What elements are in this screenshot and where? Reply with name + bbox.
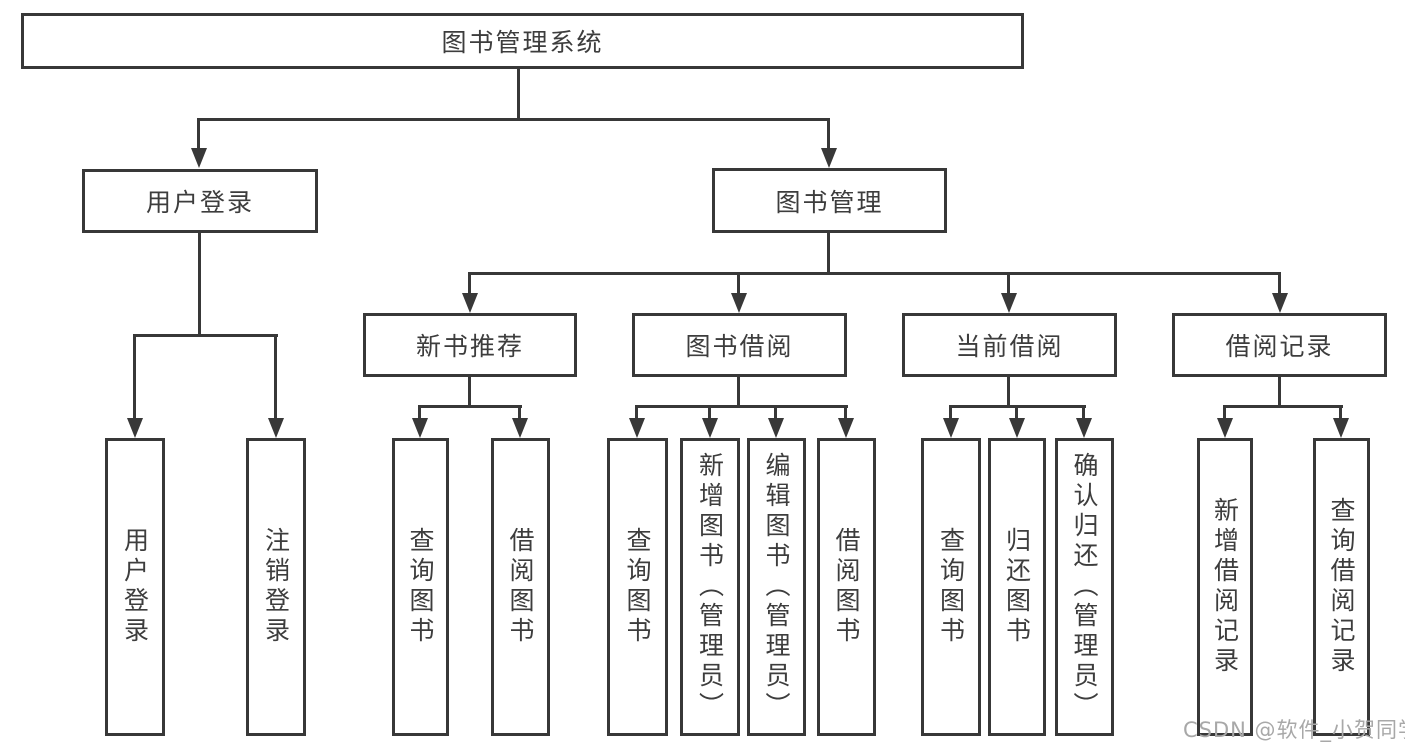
node-library-system: 图书管理系统: [21, 13, 1024, 69]
arrow-to-return-book: [1015, 406, 1018, 418]
arrow-to-user-login-leaf: [133, 336, 136, 418]
connector-book-borrow-bus: [635, 405, 848, 408]
arrow-to-query-borrow-record: [1339, 406, 1342, 418]
arrow-to-query-book-1: [418, 406, 421, 418]
leaf-add-borrow-record: 新增借阅记录: [1197, 438, 1253, 736]
connector-book-mgmt-drop: [827, 233, 830, 273]
connector-new-book-rec-drop: [468, 377, 471, 406]
arrow-to-borrow-book-2: [844, 406, 847, 418]
arrow-to-query-book-3: [949, 406, 952, 418]
arrow-to-book-borrow: [737, 273, 740, 293]
arrow-to-current-borrow: [1007, 273, 1010, 293]
arrow-to-add-borrow-record: [1223, 406, 1226, 418]
connector-book-mgmt-bus: [468, 272, 1281, 275]
connector-borrow-record-drop: [1278, 377, 1281, 406]
leaf-borrow-book: 借阅图书: [817, 438, 876, 736]
arrow-to-query-book-2: [635, 406, 638, 418]
leaf-logout: 注销登录: [246, 438, 306, 736]
connector-root-bus: [197, 118, 830, 121]
connector-root-drop: [517, 69, 520, 119]
node-user-login: 用户登录: [82, 169, 318, 233]
connector-borrow-record-bus: [1223, 405, 1343, 408]
connector-user-login-drop: [198, 233, 201, 336]
leaf-confirm-return-admin: 确认归还（管理员）: [1055, 438, 1114, 736]
leaf-edit-book-admin: 编辑图书（管理员）: [747, 438, 806, 736]
leaf-query-book-borrow: 查询图书: [607, 438, 668, 736]
arrow-to-book-mgmt: [827, 118, 830, 148]
leaf-borrow-book-newrec: 借阅图书: [491, 438, 550, 736]
connector-user-login-bus: [133, 334, 278, 337]
node-book-mgmt: 图书管理: [712, 168, 947, 233]
connector-book-borrow-drop: [737, 377, 740, 406]
connector-current-borrow-drop: [1007, 377, 1010, 406]
leaf-query-book-current: 查询图书: [921, 438, 981, 736]
arrow-to-new-book-rec: [468, 273, 471, 293]
arrow-to-user-login: [197, 118, 200, 148]
node-new-book-recommend: 新书推荐: [363, 313, 577, 377]
arrow-to-borrow-record: [1278, 273, 1281, 293]
arrow-to-confirm-return: [1082, 406, 1085, 418]
connector-new-book-rec-bus: [418, 405, 522, 408]
leaf-user-login: 用户登录: [105, 438, 165, 736]
arrow-to-logout-leaf: [274, 336, 277, 418]
arrow-to-add-book: [708, 406, 711, 418]
leaf-add-book-admin: 新增图书（管理员）: [680, 438, 740, 736]
node-borrow-record: 借阅记录: [1172, 313, 1387, 377]
leaf-query-book-newrec: 查询图书: [392, 438, 449, 736]
node-book-borrow: 图书借阅: [632, 313, 847, 377]
leaf-return-book: 归还图书: [988, 438, 1046, 736]
leaf-query-borrow-record: 查询借阅记录: [1313, 438, 1370, 736]
arrow-to-edit-book: [774, 406, 777, 418]
node-current-borrow: 当前借阅: [902, 313, 1117, 377]
arrow-to-borrow-book-1: [518, 406, 521, 418]
csdn-watermark: CSDN @软件_小贺同学: [1183, 718, 1405, 742]
